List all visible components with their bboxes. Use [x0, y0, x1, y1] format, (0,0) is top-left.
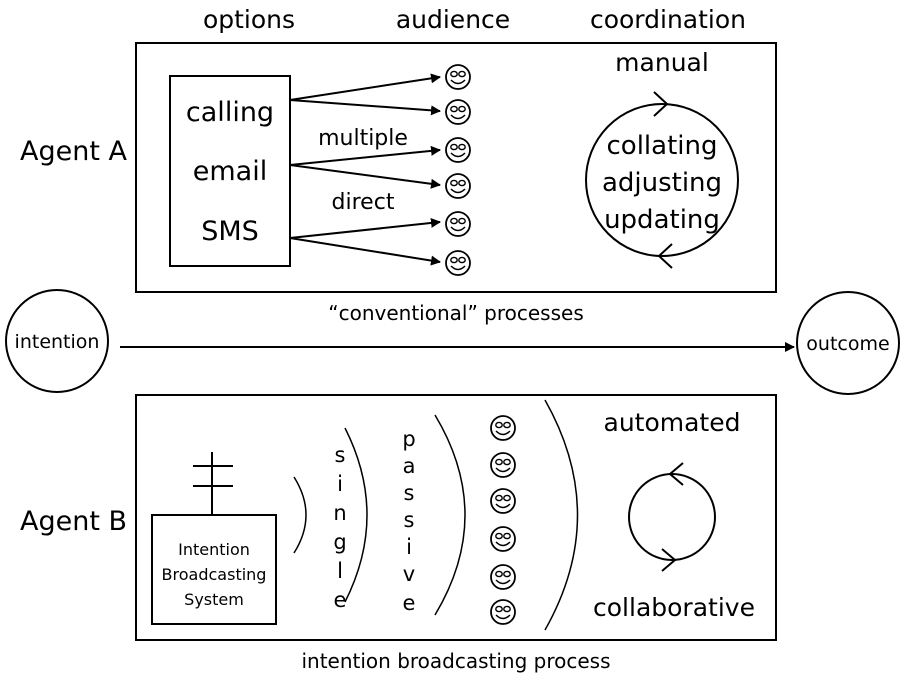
header-coordination: coordination: [590, 5, 746, 34]
smiley-face-icon: [490, 564, 516, 590]
outcome-node: [796, 291, 900, 395]
broadcasting-system-box: [151, 514, 277, 625]
auto-cycle-icon: [628, 473, 716, 561]
cycle-step-updating: updating: [604, 205, 720, 235]
svg-text:e: e: [334, 588, 347, 612]
svg-text:s: s: [335, 443, 346, 467]
svg-text:l: l: [337, 559, 343, 583]
agent-b-box: [135, 394, 777, 641]
svg-text:i: i: [406, 535, 412, 559]
arrow-label-multiple: multiple: [318, 126, 408, 151]
wave-2: [344, 427, 368, 603]
smiley-face-icon: [490, 599, 516, 625]
wave-1: [293, 476, 307, 554]
label-passive: p a s s i v e: [402, 427, 415, 615]
coordination-automated: automated: [604, 408, 741, 437]
antenna-icon: [193, 452, 233, 515]
agent-b-label: Agent B: [20, 506, 127, 537]
intention-label: intention: [15, 331, 100, 353]
svg-text:a: a: [403, 454, 416, 478]
channel-email: email: [193, 156, 267, 187]
outcome-label: outcome: [806, 333, 889, 355]
label-single: s i n g l e: [333, 443, 346, 612]
caption-broadcasting: intention broadcasting process: [301, 649, 610, 673]
coordination-manual: manual: [615, 48, 709, 77]
smiley-face-icon: [490, 526, 516, 552]
coordination-collaborative: collaborative: [593, 593, 755, 622]
smiley-face-icon: [490, 452, 516, 478]
arrow-calling-2: [289, 99, 441, 116]
header-options: options: [203, 5, 295, 34]
svg-text:n: n: [333, 501, 346, 525]
caption-conventional: “conventional” processes: [328, 301, 584, 325]
wave-3: [434, 414, 466, 616]
svg-text:p: p: [402, 427, 415, 451]
manual-cycle-icon: [585, 103, 739, 257]
arrow-label-direct: direct: [332, 190, 395, 215]
audience-b: [490, 415, 516, 625]
header-audience: audience: [396, 5, 510, 34]
arrow-sms-2: [289, 237, 441, 266]
smiley-face-icon: [445, 64, 471, 90]
cycle-arrow-top-icon: [668, 462, 684, 486]
cycle-step-collating: collating: [607, 131, 718, 161]
agent-a-box: [135, 42, 777, 293]
cycle-arrow-bottom-icon: [657, 243, 673, 269]
cycle-step-adjusting: adjusting: [602, 168, 722, 198]
cycle-arrow-bottom-icon: [661, 548, 677, 572]
svg-text:s: s: [404, 481, 415, 505]
svg-text:e: e: [403, 591, 416, 615]
system-line-2: Broadcasting: [162, 565, 267, 584]
arrow-email-1: [289, 145, 441, 166]
arrow-email-2: [289, 164, 441, 189]
smiley-face-icon: [445, 99, 471, 125]
audience-a: [445, 64, 471, 276]
intention-node: [5, 289, 109, 393]
smiley-face-icon: [445, 137, 471, 163]
channels-box: [169, 75, 291, 267]
channel-sms: SMS: [201, 216, 259, 247]
arrow-sms-1: [289, 217, 441, 239]
direct-arrows: [289, 73, 441, 266]
svg-text:s: s: [404, 508, 415, 532]
cycle-arrow-top-icon: [653, 91, 669, 117]
smiley-face-icon: [445, 250, 471, 276]
smiley-face-icon: [490, 488, 516, 514]
agent-a-label: Agent A: [20, 136, 128, 167]
smiley-face-icon: [490, 415, 516, 441]
svg-text:i: i: [337, 472, 343, 496]
wave-4: [544, 399, 579, 631]
smiley-face-icon: [445, 173, 471, 199]
svg-text:v: v: [403, 562, 415, 586]
channel-calling: calling: [186, 97, 274, 128]
arrow-calling-1: [289, 73, 441, 101]
svg-text:g: g: [333, 530, 346, 554]
system-line-1: Intention: [178, 540, 250, 559]
smiley-face-icon: [445, 211, 471, 237]
system-line-3: System: [184, 590, 244, 609]
